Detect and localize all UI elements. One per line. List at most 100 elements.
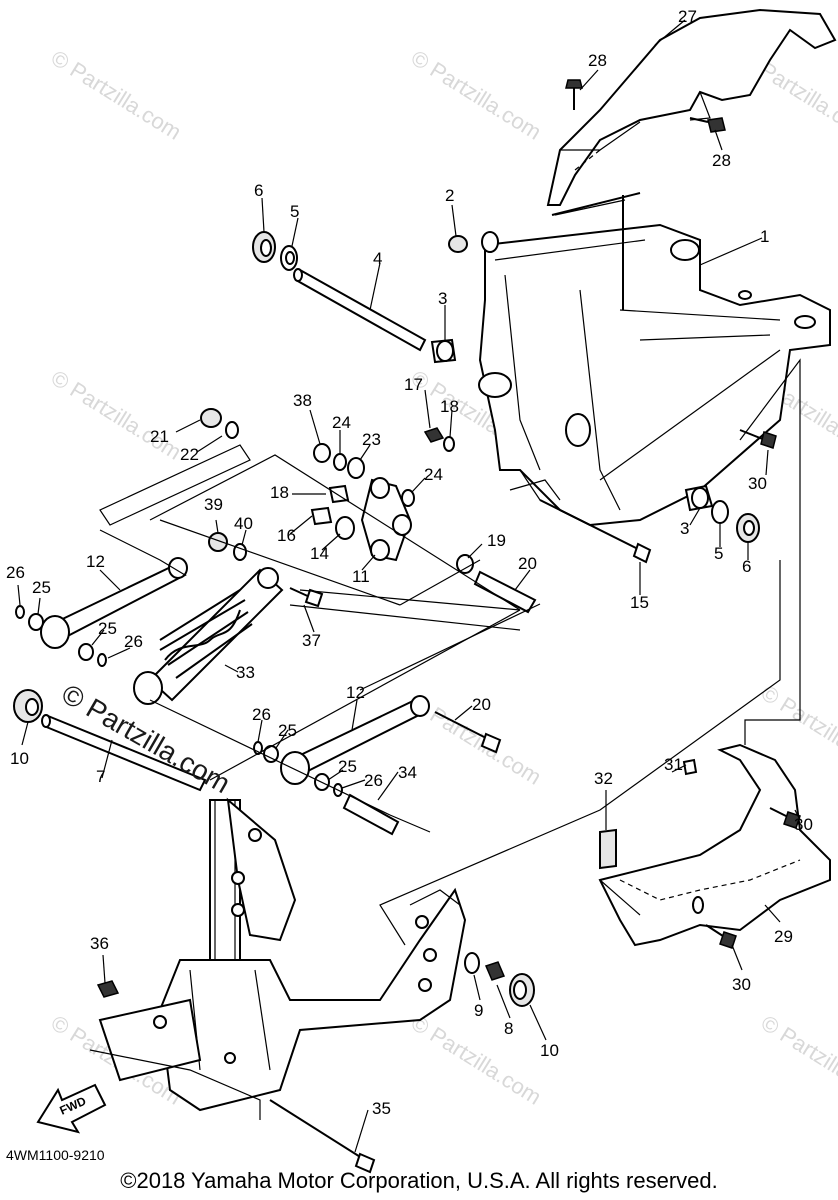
callout-14: 16 [277, 526, 296, 545]
callout-5: 5 [290, 202, 300, 221]
callout-26: 26 [364, 771, 383, 790]
seal-24-right [401, 489, 415, 507]
cap-10-left [13, 689, 43, 723]
callout-18: 18 [270, 483, 289, 502]
callout-15: 15 [630, 593, 649, 612]
callout-29: 29 [774, 927, 793, 946]
assembly-outlines [99, 199, 801, 946]
leader-lines [17, 19, 801, 1153]
callout-26: 26 [252, 705, 271, 724]
callout-25: 25 [98, 619, 117, 638]
bolt-20 [434, 711, 502, 754]
washer-9 [464, 952, 480, 974]
callout-13: 14 [310, 544, 329, 563]
pivot-shaft-4 [293, 268, 427, 352]
chain-guard [546, 8, 837, 206]
copyright-notice: ©2018 Yamaha Motor Corporation, U.S.A. A… [120, 1168, 718, 1193]
bolt-30-lower-right [769, 807, 801, 829]
callout-3: 3 [438, 289, 448, 308]
callout-2: 2 [445, 186, 455, 205]
callout-21: 21 [150, 427, 169, 446]
callout-28: 28 [588, 51, 607, 70]
bolt-30-lower [705, 924, 737, 949]
washer-17 [443, 436, 455, 452]
callout-28: 28 [712, 151, 731, 170]
fwd-arrow-icon: FWD [36, 1083, 107, 1134]
callout-12: 12 [346, 683, 365, 702]
callout-32: 32 [594, 769, 613, 788]
callout-25: 25 [32, 578, 51, 597]
washer-40 [233, 543, 247, 561]
callout-10: 10 [10, 749, 29, 768]
callout-7: 7 [96, 767, 106, 786]
nut-8 [484, 961, 506, 981]
callout-1: 1 [760, 227, 770, 246]
clip-31 [682, 758, 698, 776]
seal-24-top [333, 453, 347, 471]
callout-39: 39 [204, 495, 223, 514]
callout-8: 8 [504, 1019, 514, 1038]
washer-5-left [280, 245, 298, 271]
bolt-28-right [689, 117, 726, 133]
callout-4: 4 [373, 249, 383, 268]
rubber-32 [599, 828, 617, 870]
callout-26: 26 [124, 632, 143, 651]
bolt-30-upper [739, 429, 777, 449]
callout-22: 22 [180, 445, 199, 464]
collar-18-right [456, 554, 474, 574]
shaft-19 [473, 570, 537, 614]
callout-19: 20 [518, 554, 537, 573]
callout-10: 10 [540, 1041, 559, 1060]
callout-25: 25 [338, 757, 357, 776]
shock-absorber-33 [133, 567, 284, 705]
washer-5-right [711, 500, 729, 524]
callout-24: 24 [424, 465, 443, 484]
callout-31: 31 [664, 755, 683, 774]
callout-12: 12 [86, 552, 105, 571]
callout-33: 33 [236, 663, 255, 682]
callout-40: 40 [234, 514, 253, 533]
bearing-3-right [684, 484, 714, 512]
relay-arm-11 [360, 477, 412, 562]
callout-6: 6 [742, 557, 752, 576]
frame-lower [89, 797, 467, 1120]
bearing-3-left [430, 338, 457, 364]
bearing-13 [335, 516, 355, 540]
collar-37 [313, 443, 331, 463]
oil-seal-6-left [252, 231, 276, 263]
cap-10-right [509, 973, 535, 1007]
seal-25-c [263, 745, 279, 763]
callout-30: 30 [794, 815, 813, 834]
connecting-rod-12-upper [40, 557, 188, 649]
swingarm [478, 223, 831, 527]
nut-39 [208, 532, 228, 552]
callout-26: 26 [6, 563, 25, 582]
callout-27: 27 [678, 7, 697, 26]
nut-36 [96, 980, 120, 998]
washer-22 [225, 421, 239, 439]
callout-18: 19 [487, 531, 506, 550]
collar-34 [342, 793, 400, 836]
callout-5: 5 [714, 544, 724, 563]
seal-25-b [78, 643, 94, 661]
callout-3: 3 [680, 519, 690, 538]
callout-24: 24 [332, 413, 351, 432]
callout-9: 9 [474, 1001, 484, 1020]
bearing-23 [347, 457, 365, 479]
guard-29 [598, 743, 831, 947]
callout-38: 37 [302, 631, 321, 650]
callout-30: 30 [748, 474, 767, 493]
connecting-rod-12-lower [280, 695, 430, 785]
callout-11: 11 [352, 567, 370, 586]
bolt-28-upper [565, 79, 583, 110]
callout-20: 20 [472, 695, 491, 714]
callout-25: 25 [278, 721, 297, 740]
cap-2 [448, 235, 468, 253]
washer-26-a [15, 605, 25, 619]
oil-seal-6-right [736, 513, 760, 543]
bolt-35 [269, 1099, 376, 1174]
callout-17: 18 [440, 397, 459, 416]
callout-37: 38 [293, 391, 312, 410]
